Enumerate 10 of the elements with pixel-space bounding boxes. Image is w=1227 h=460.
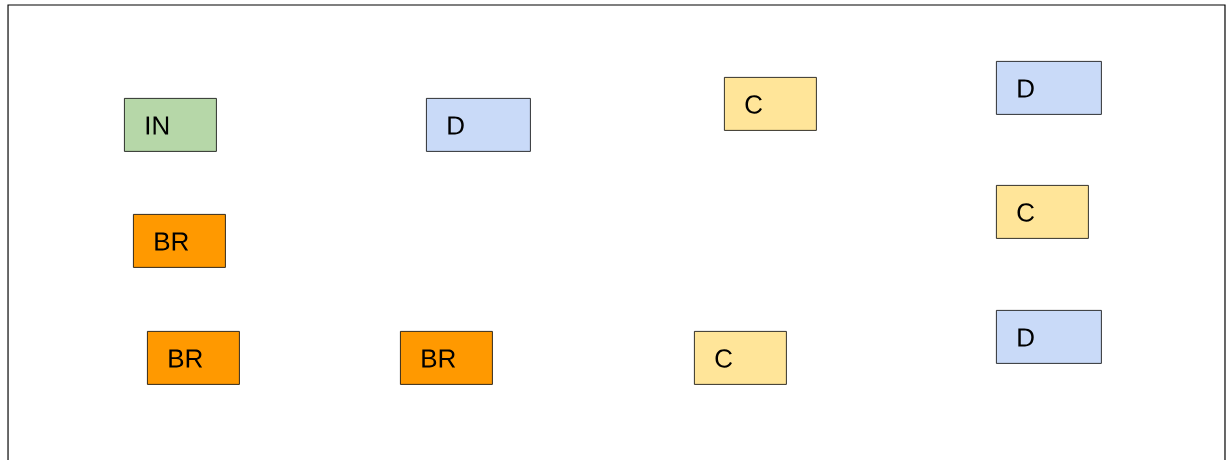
label-box: D bbox=[426, 98, 531, 152]
label-box: BR bbox=[400, 331, 493, 385]
label-box: C bbox=[694, 331, 787, 385]
label-box: C bbox=[996, 185, 1089, 239]
label-box: BR bbox=[147, 331, 240, 385]
label-box: IN bbox=[124, 98, 217, 152]
label-box: D bbox=[996, 310, 1102, 364]
label-box: BR bbox=[133, 214, 226, 268]
label-box: D bbox=[996, 61, 1102, 115]
label-box: C bbox=[724, 77, 817, 131]
